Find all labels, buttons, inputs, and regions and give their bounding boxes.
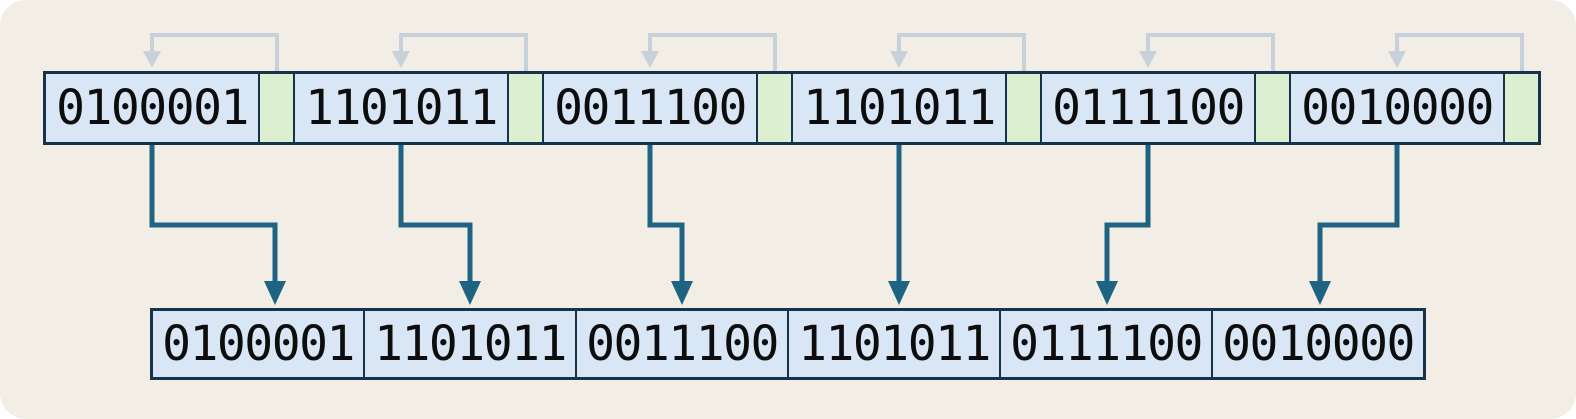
packed-bits-cell: 0100001 xyxy=(153,311,363,377)
concat-arrow-5 xyxy=(1096,145,1151,305)
packed-bits-cell: 0111100 xyxy=(999,311,1211,377)
payload-bits-cell: 1101011 xyxy=(293,74,507,142)
concat-arrow-3 xyxy=(647,145,693,305)
pad-bit-arrow-1 xyxy=(143,33,279,71)
pad-bit-cell xyxy=(756,74,791,142)
packed-bits-cell: 0011100 xyxy=(575,311,787,377)
pad-bit-arrow-3 xyxy=(641,33,777,71)
pad-bit-cell xyxy=(1005,74,1040,142)
packed-bits-cell: 1101011 xyxy=(787,311,999,377)
pad-bit-cell xyxy=(1254,74,1289,142)
payload-bits-cell: 0010000 xyxy=(1289,74,1503,142)
concat-arrow-6 xyxy=(1309,145,1400,305)
pad-bit-arrow-6 xyxy=(1388,33,1524,71)
packed-bits-cell: 0010000 xyxy=(1211,311,1423,377)
payload-bits-cell: 0011100 xyxy=(542,74,756,142)
payload-bits-cell: 0111100 xyxy=(1040,74,1254,142)
pad-bit-arrow-2 xyxy=(392,33,528,71)
concat-arrow-4 xyxy=(888,145,910,305)
pad-bit-arrow-4 xyxy=(890,33,1026,71)
payload-bits-cell: 0100001 xyxy=(46,74,258,142)
encoded-groups-row: 0100001 1101011 0011100 1101011 0111100 … xyxy=(43,71,1541,145)
payload-bits-cell: 1101011 xyxy=(791,74,1005,142)
pad-bit-cell xyxy=(1503,74,1538,142)
pad-bit-arrow-5 xyxy=(1139,33,1275,71)
concat-arrow-2 xyxy=(398,145,481,305)
concat-arrow-1 xyxy=(149,145,286,305)
packed-bits-row: 0100001 1101011 0011100 1101011 0111100 … xyxy=(150,308,1426,380)
pad-bit-cell xyxy=(258,74,293,142)
packed-bits-cell: 1101011 xyxy=(363,311,575,377)
pad-bit-cell xyxy=(507,74,542,142)
